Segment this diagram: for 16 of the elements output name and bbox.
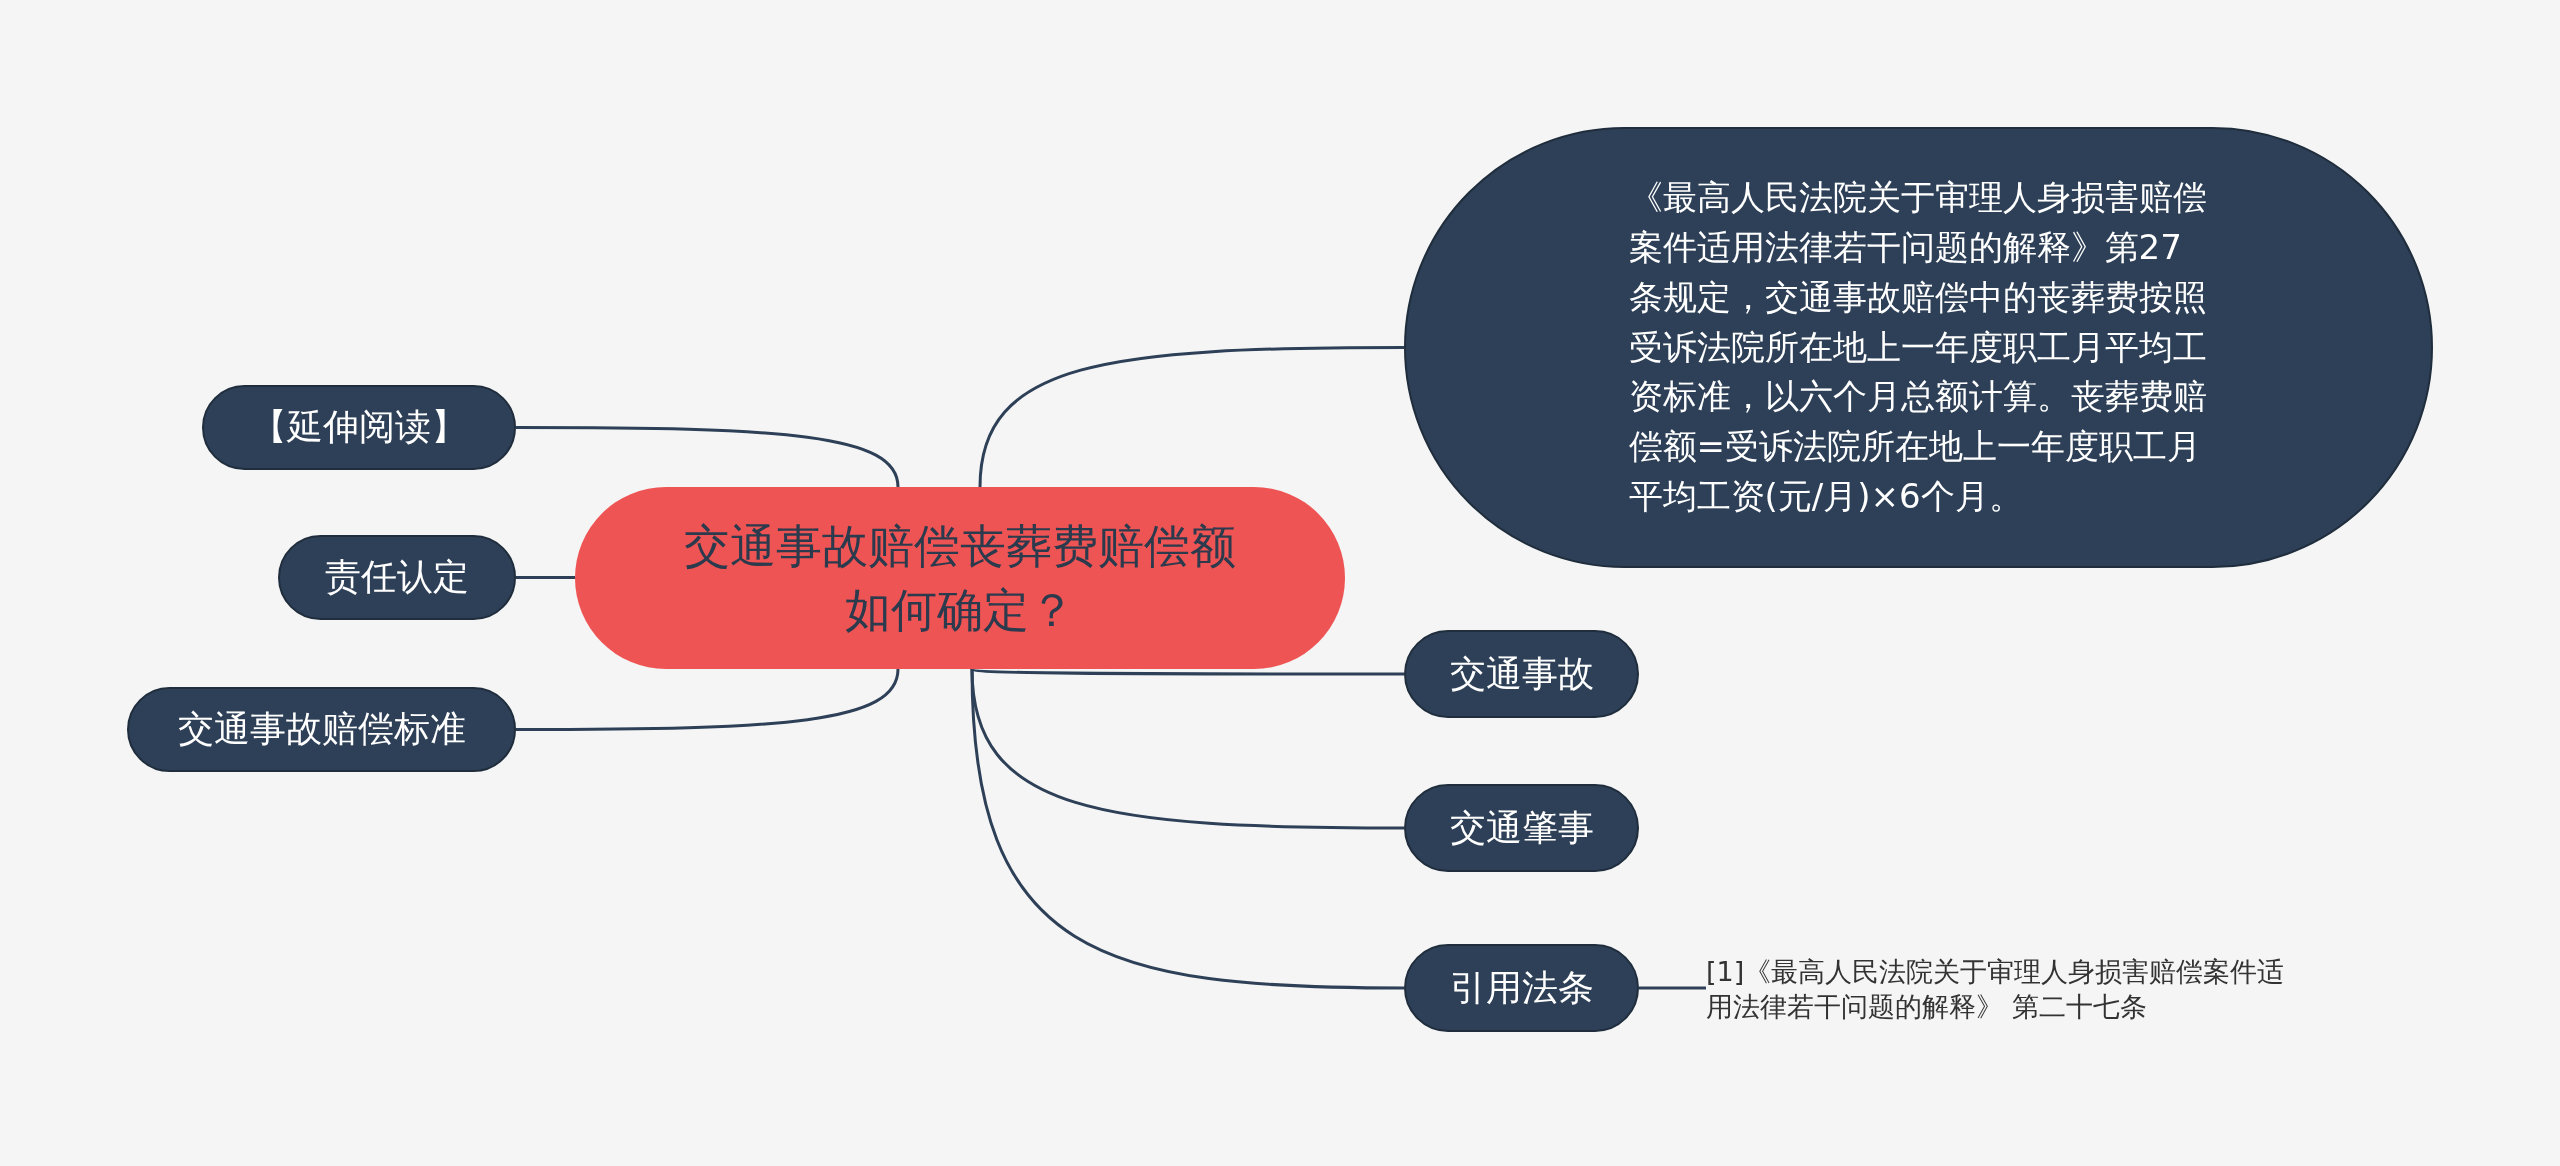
- connector-line: [516, 668, 900, 731]
- connector-line: [516, 576, 575, 579]
- connector-line: [1639, 986, 1706, 990]
- connector-line: [970, 668, 1404, 990]
- topic-label: 交通事故赔偿标准: [177, 707, 466, 751]
- topic-label: 责任认定: [325, 555, 469, 599]
- connector-line: [516, 426, 900, 488]
- topic-label: 【延伸阅读】: [251, 405, 467, 449]
- topic-label: 交通肇事: [1449, 805, 1594, 850]
- topic-label: 引用法条: [1449, 965, 1594, 1010]
- topic-label: 《最高人民法院关于审理人身损害赔偿案件适用法律若干问题的解释》第27条规定，交通事故赔偿中的丧葬费按照受诉法院所在地上一年度职工月平均工资标准，以六个月总额计算。丧葬费赔偿额=受诉法院所在地上一年度职工月平均工资(元/月)×6个月。: [1628, 175, 2208, 519]
- reference-text: [1]《最高人民法院关于审理人身损害赔偿案件适用法律若干问题的解释》 第二十七条: [1706, 954, 2286, 1024]
- connector-line: [971, 667, 1404, 676]
- connector-line: [978, 346, 1404, 488]
- topic-label: 交通事故赔偿丧葬费赔偿额如何确定？: [683, 517, 1237, 639]
- topic-label: 交通事故: [1449, 651, 1594, 696]
